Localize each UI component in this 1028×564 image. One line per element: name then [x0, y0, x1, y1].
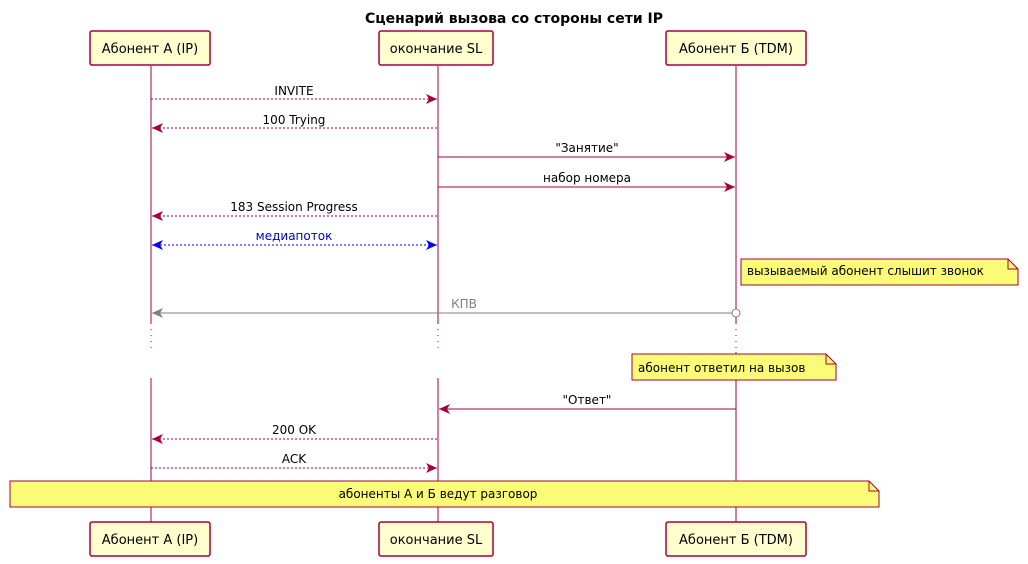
- message-kpv: КПВ: [152, 297, 741, 318]
- message-otvet: "Ответ": [439, 393, 736, 414]
- message-183-session-progress: 183 Session Progress: [152, 200, 437, 221]
- participant-sl-bottom: окончание SL: [378, 521, 494, 557]
- message-nabor-nomera: набор номера: [438, 171, 735, 192]
- participant-sl-top: окончание SL: [378, 30, 494, 66]
- message-label: "Ответ": [563, 393, 612, 407]
- message-label: набор номера: [543, 171, 631, 185]
- message-label: медиапоток: [256, 229, 333, 243]
- message-label: "Занятие": [555, 141, 618, 155]
- message-200-ok: 200 OK: [152, 423, 437, 444]
- message-100-trying: 100 Trying: [152, 113, 437, 133]
- lifelines: [150, 66, 737, 522]
- message-zanyatie: "Занятие": [438, 141, 735, 162]
- kpv-origin-circle: [731, 308, 741, 318]
- message-label: 100 Trying: [263, 113, 326, 127]
- message-label: ACK: [282, 452, 307, 466]
- message-label: 183 Session Progress: [230, 200, 358, 214]
- participant-sl-label: окончание SL: [390, 533, 483, 548]
- note-conversation: абоненты А и Б ведут разговор: [9, 480, 880, 508]
- participant-a-bottom: Абонент А (IP): [89, 521, 211, 557]
- participant-b-label: Абонент Б (TDM): [679, 42, 793, 57]
- participant-a-top: Абонент А (IP): [89, 30, 211, 66]
- message-mediapotok: медиапоток: [152, 229, 437, 250]
- message-invite: INVITE: [151, 84, 437, 104]
- note-label: вызываемый абонент слышит звонок: [747, 264, 984, 278]
- participant-a-label: Абонент А (IP): [102, 42, 198, 57]
- diagram-title: Сценарий вызова со стороны сети IP: [365, 11, 663, 27]
- message-ack: ACK: [151, 452, 437, 473]
- note-label: абонент ответил на вызов: [638, 361, 805, 375]
- message-label: КПВ: [451, 297, 477, 311]
- message-label: INVITE: [274, 84, 313, 98]
- participant-b-label: Абонент Б (TDM): [679, 533, 793, 548]
- message-label: 200 OK: [272, 423, 317, 437]
- note-answered: абонент ответил на вызов: [631, 353, 837, 381]
- participant-a-label: Абонент А (IP): [102, 533, 198, 548]
- participant-b-top: Абонент Б (TDM): [665, 30, 807, 66]
- note-ringing: вызываемый абонент слышит звонок: [740, 258, 1019, 286]
- participant-sl-label: окончание SL: [390, 42, 483, 57]
- participant-b-bottom: Абонент Б (TDM): [665, 521, 807, 557]
- note-label: абоненты А и Б ведут разговор: [339, 487, 538, 501]
